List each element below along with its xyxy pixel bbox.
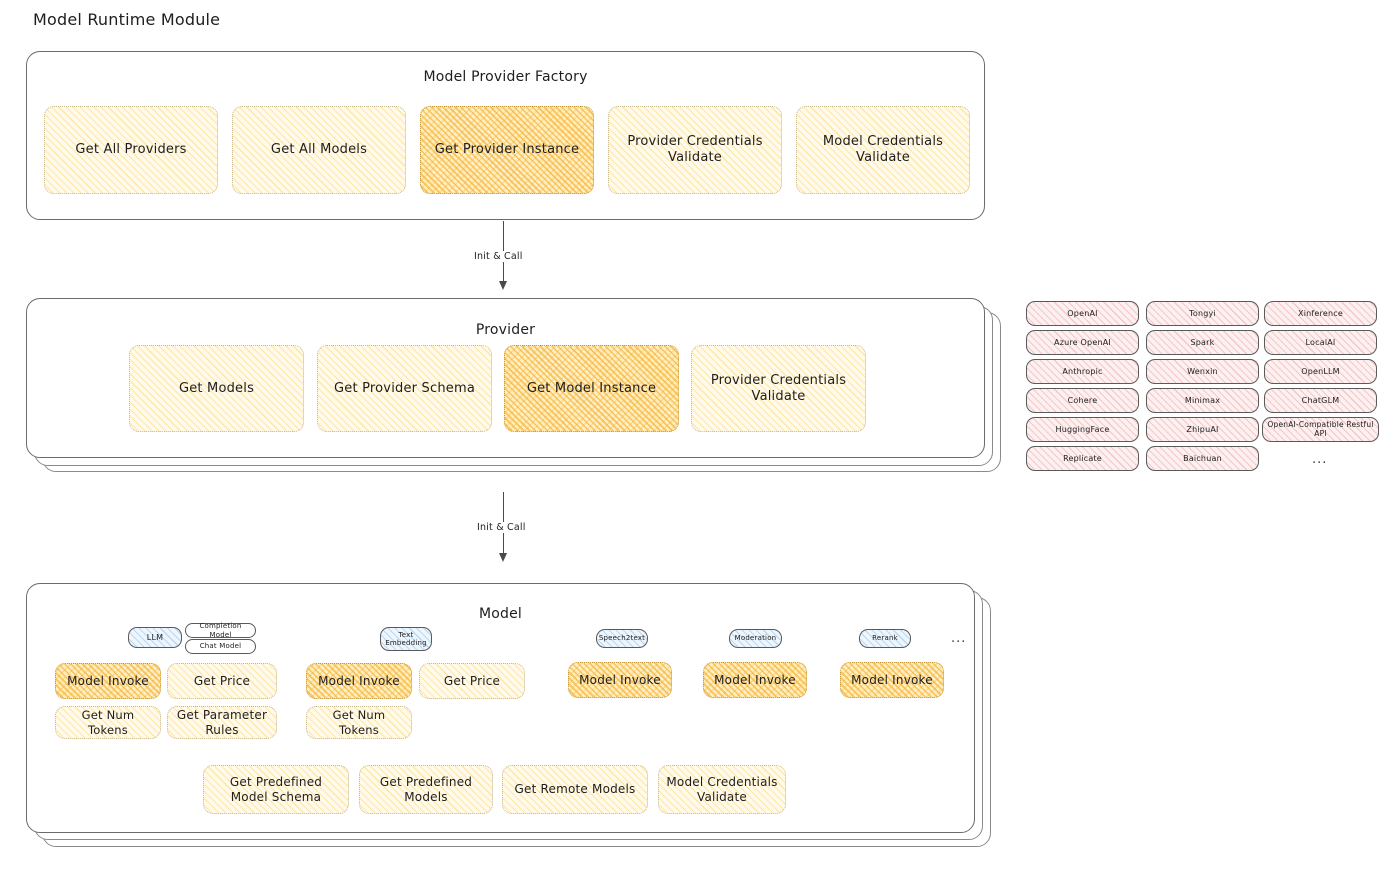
model-type-badge-text-embedding[interactable]: Text Embedding [380, 627, 432, 651]
provider-chip-localai[interactable]: LocalAI [1264, 330, 1377, 355]
factory-box-provider-credentials-validate[interactable]: Provider Credentials Validate [608, 106, 782, 194]
model-type-badge-speech2text[interactable]: Speech2text [596, 629, 648, 648]
factory-box-get-all-models[interactable]: Get All Models [232, 106, 406, 194]
speech2text-box-model-invoke[interactable]: Model Invoke [568, 662, 672, 698]
provider-chip-replicate[interactable]: Replicate [1026, 446, 1139, 471]
provider-box-get-model-instance[interactable]: Get Model Instance [504, 345, 679, 432]
llm-box-get-num-tokens[interactable]: Get Num Tokens [55, 706, 161, 739]
provider-chip-minimax[interactable]: Minimax [1146, 388, 1259, 413]
model-box-get-predefined-model-schema[interactable]: Get Predefined Model Schema [203, 765, 349, 814]
model-type-badge-rerank[interactable]: Rerank [859, 629, 911, 648]
rerank-box-model-invoke[interactable]: Model Invoke [840, 662, 944, 698]
arrow-factory-to-provider-label: Init & Call [471, 251, 526, 262]
model-box-get-predefined-models[interactable]: Get Predefined Models [359, 765, 493, 814]
factory-box-get-provider-instance[interactable]: Get Provider Instance [420, 106, 594, 194]
provider-chip-xinference[interactable]: Xinference [1264, 301, 1377, 326]
text-embedding-box-model-invoke[interactable]: Model Invoke [306, 663, 412, 699]
provider-chip-baichuan[interactable]: Baichuan [1146, 446, 1259, 471]
llm-box-get-parameter-rules[interactable]: Get Parameter Rules [167, 706, 277, 739]
model-type-tag-chat-model[interactable]: Chat Model [185, 639, 256, 654]
model-box-model-credentials-validate[interactable]: Model Credentials Validate [658, 765, 786, 814]
provider-chip-spark[interactable]: Spark [1146, 330, 1259, 355]
provider-chip-azure-openai[interactable]: Azure OpenAI [1026, 330, 1139, 355]
provider-chip-cohere[interactable]: Cohere [1026, 388, 1139, 413]
llm-box-model-invoke[interactable]: Model Invoke [55, 663, 161, 699]
model-title: Model [478, 606, 523, 622]
provider-chip-openllm[interactable]: OpenLLM [1264, 359, 1377, 384]
provider-chip-chatglm[interactable]: ChatGLM [1264, 388, 1377, 413]
model-type-badge-llm[interactable]: LLM [128, 627, 182, 648]
provider-title: Provider [475, 322, 536, 338]
model-provider-factory-title: Model Provider Factory [423, 69, 588, 85]
provider-box-get-models[interactable]: Get Models [129, 345, 304, 432]
provider-box-get-provider-schema[interactable]: Get Provider Schema [317, 345, 492, 432]
provider-list-more: ... [1312, 452, 1328, 467]
llm-box-get-price[interactable]: Get Price [167, 663, 277, 699]
provider-chip-huggingface[interactable]: HuggingFace [1026, 417, 1139, 442]
model-box-get-remote-models[interactable]: Get Remote Models [502, 765, 648, 814]
model-panel: Model [26, 583, 975, 833]
factory-box-get-all-providers[interactable]: Get All Providers [44, 106, 218, 194]
provider-chip-openai[interactable]: OpenAI [1026, 301, 1139, 326]
provider-chip-tongyi[interactable]: Tongyi [1146, 301, 1259, 326]
text-embedding-box-get-num-tokens[interactable]: Get Num Tokens [306, 706, 412, 739]
page-title: Model Runtime Module [33, 10, 221, 29]
moderation-box-model-invoke[interactable]: Model Invoke [703, 662, 807, 698]
arrow-provider-to-model-label: Init & Call [474, 522, 529, 533]
provider-chip-wenxin[interactable]: Wenxin [1146, 359, 1259, 384]
model-type-badge-moderation[interactable]: Moderation [729, 629, 782, 648]
factory-box-model-credentials-validate[interactable]: Model Credentials Validate [796, 106, 970, 194]
arrow-provider-to-model-head [499, 553, 507, 562]
arrow-factory-to-provider-head [499, 281, 507, 290]
provider-box-provider-credentials-validate[interactable]: Provider Credentials Validate [691, 345, 866, 432]
text-embedding-box-get-price[interactable]: Get Price [419, 663, 525, 699]
model-type-tag-completion-model[interactable]: Completion Model [185, 622, 256, 639]
model-types-more: ... [951, 631, 967, 646]
provider-chip-anthropic[interactable]: Anthropic [1026, 359, 1139, 384]
provider-chip-zhipuai[interactable]: ZhipuAI [1146, 417, 1259, 442]
provider-chip-openai-compatible-restful-api[interactable]: OpenAI-Compatible Restful API [1262, 417, 1379, 442]
